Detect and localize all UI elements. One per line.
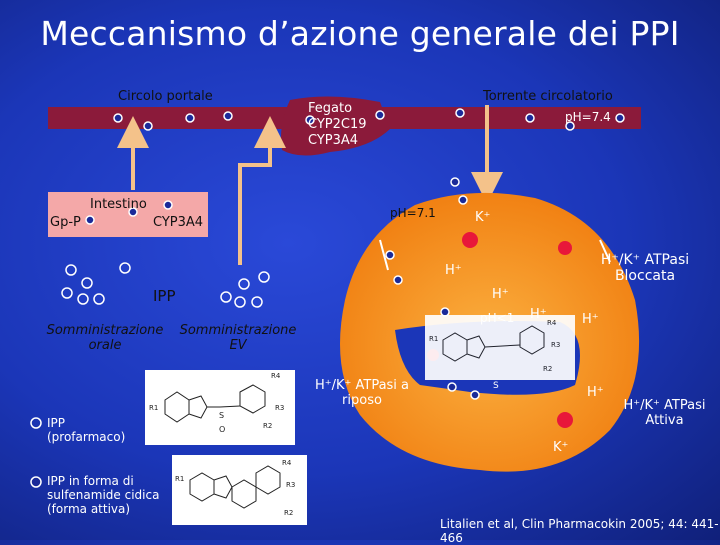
svg-text:R1: R1 — [429, 335, 438, 343]
svg-text:R3: R3 — [275, 404, 284, 412]
pump-icon — [557, 412, 573, 428]
admin-oral-label: Somministrazione orale — [46, 323, 164, 353]
s-label: S — [493, 381, 499, 391]
cell-ph-label: pH=7.1 — [390, 206, 436, 220]
citation: Litalien et al, Clin Pharmacokin 2005; 4… — [440, 517, 719, 545]
ipp-open-circles — [61, 262, 270, 308]
liver-shape — [281, 96, 390, 156]
svg-text:R3: R3 — [286, 481, 295, 489]
svg-text:S: S — [219, 411, 224, 420]
pump-icon — [462, 232, 478, 248]
h-label-1: H⁺ — [445, 263, 462, 278]
pump-icon — [558, 241, 572, 255]
intestine-label: Intestino — [90, 197, 147, 212]
atpase-active-label: H⁺/K⁺ ATPasi Attiva — [623, 398, 706, 428]
svg-text:R2: R2 — [284, 509, 293, 517]
h-label-5: H⁺ — [587, 385, 604, 400]
svg-text:R1: R1 — [175, 475, 184, 483]
svg-text:R2: R2 — [263, 422, 272, 430]
blood-ph-label: pH=7.4 — [565, 110, 611, 124]
intestine-cyp-label: CYP3A4 — [153, 215, 204, 230]
portal-label: Circolo portale — [118, 89, 213, 104]
bound-structure: R1 R4 R3 R2 — [425, 315, 575, 380]
arrow-ev-to-blood — [238, 116, 286, 265]
svg-text:R3: R3 — [551, 341, 560, 349]
h-label-3: H⁺ — [530, 307, 547, 322]
svg-text:R1: R1 — [149, 404, 158, 412]
h-label-2: H⁺ — [492, 287, 509, 302]
systemic-label: Torrente circolatorio — [483, 89, 613, 104]
svg-text:R2: R2 — [543, 365, 552, 373]
drug-molecules — [85, 108, 625, 400]
k-top-label: K⁺ — [475, 210, 491, 225]
svg-text:R4: R4 — [547, 319, 557, 327]
svg-text:R4: R4 — [282, 459, 292, 467]
h-label-4: H⁺ — [582, 312, 599, 327]
page-title: Meccanismo d’azione generale dei PPI — [40, 14, 680, 53]
legend-prodrug-label: IPP (profarmaco) — [47, 416, 126, 444]
legend-active-label: IPP in forma di sulfenamide cidica (form… — [47, 474, 160, 516]
canal-ph-label: pH<1 — [480, 311, 515, 325]
admin-ev-label: Somministrazione EV — [179, 323, 297, 353]
k-bottom-label: K⁺ — [553, 440, 569, 455]
legend-prodrug-marker — [30, 417, 42, 429]
atpase-blocked-label: H⁺/K⁺ ATPasi Bloccata — [600, 252, 690, 284]
prodrug-structure: S O R1 R4 R3 R2 — [145, 370, 295, 445]
active-structure: R1 R4 R3 R2 — [172, 455, 307, 525]
gpp-label: Gp-P — [50, 215, 81, 230]
intestine-box — [48, 192, 208, 237]
ipp-label: IPP — [153, 287, 176, 305]
atpase-rest-label: H⁺/K⁺ ATPasi a riposo — [314, 378, 410, 408]
svg-text:R4: R4 — [271, 372, 281, 380]
svg-text:O: O — [219, 425, 225, 434]
legend-active-marker — [30, 476, 42, 488]
liver-label: Fegato CYP2C19 CYP3A4 — [308, 101, 367, 148]
